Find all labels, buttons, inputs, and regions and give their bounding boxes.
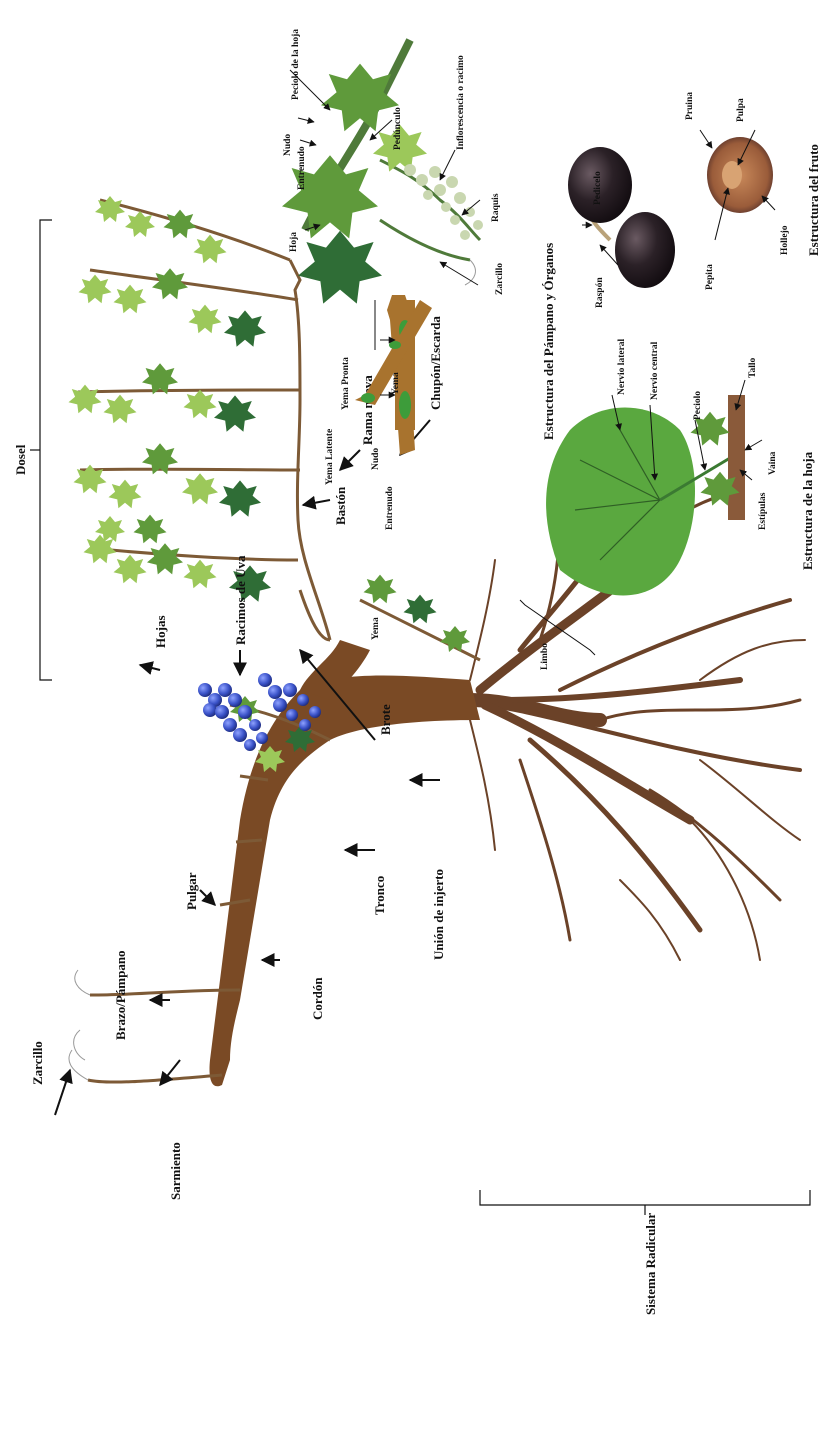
label-yema-bud2: Yema bbox=[391, 372, 401, 395]
label-yema-latente: Yema Latente bbox=[325, 429, 335, 485]
label-pulpa: Pulpa bbox=[736, 98, 746, 122]
sistema-bracket bbox=[480, 1190, 810, 1205]
label-hollejo: Hollejo bbox=[780, 225, 790, 255]
label-nervio-central: Nervio central bbox=[650, 341, 660, 400]
label-entrenudo: Entrenudo bbox=[297, 146, 307, 190]
label-nudo: Nudo bbox=[283, 134, 293, 156]
fruit-structure-illustration bbox=[568, 137, 773, 288]
label-dosel: Dosel bbox=[13, 444, 28, 475]
label-peciolo: Peciolo bbox=[693, 391, 703, 420]
label-racimos-uva: Racimos de Uva bbox=[233, 555, 248, 645]
label-zarcillo: Zarcillo bbox=[30, 1041, 45, 1085]
label-sarmiento: Sarmiento bbox=[168, 1142, 183, 1200]
label-tronco: Tronco bbox=[372, 876, 387, 915]
label-pedicelo: Pedicelo bbox=[593, 171, 603, 205]
dosel-bracket bbox=[40, 220, 52, 680]
label-pepita: Pepita bbox=[705, 264, 715, 290]
label-tallo: Tallo bbox=[748, 358, 758, 378]
label-brote: Brote bbox=[378, 704, 393, 735]
label-raquis: Raquis bbox=[491, 193, 501, 222]
trunk-and-cordon-drawing bbox=[69, 260, 480, 1086]
shoot-labels: Hoja Entrenudo Nudo Peciolo de la hoja P… bbox=[283, 29, 556, 440]
leaf-structure-title: Estructura de la hoja bbox=[800, 451, 815, 570]
label-pulgar: Pulgar bbox=[184, 872, 199, 910]
label-inflorescencia: Inflorescencia o racimo bbox=[456, 55, 466, 150]
canopy-shoots bbox=[78, 200, 480, 740]
label-hojas: Hojas bbox=[153, 616, 168, 649]
label-yema: Yema bbox=[371, 617, 381, 640]
label-pruina: Pruina bbox=[685, 92, 695, 120]
label-union-injerto: Unión de injerto bbox=[431, 869, 446, 960]
label-cordon: Cordón bbox=[310, 977, 325, 1020]
label-pedunculo: Pedúnculo bbox=[393, 107, 403, 150]
label-sistema-radicular: Sistema Radicular bbox=[643, 1213, 658, 1315]
label-brazo-pampano: Brazo/Pámpano bbox=[113, 950, 128, 1040]
label-raspon: Raspón bbox=[595, 277, 605, 308]
label-baston: Bastón bbox=[333, 486, 348, 525]
label-peciolo-hoja: Peciolo de la hoja bbox=[291, 29, 301, 100]
label-nervio-lateral: Nervio lateral bbox=[617, 338, 627, 395]
label-vaina: Vaina bbox=[768, 451, 778, 475]
label-nudo-bud: Nudo bbox=[371, 448, 381, 470]
shoot-structure-illustration bbox=[282, 40, 483, 304]
fruit-structure-title: Estructura del fruto bbox=[806, 144, 821, 256]
shoot-structure-title: Estructura del Pámpano y Órganos bbox=[541, 243, 556, 440]
label-chupon-escarda: Chupón/Escarda bbox=[428, 316, 443, 410]
leaf-structure-illustration bbox=[546, 395, 745, 595]
label-estipulas: Estípulas bbox=[758, 492, 768, 530]
label-hoja: Hoja bbox=[289, 232, 299, 252]
label-entrenudo-bud: Entrenudo bbox=[385, 486, 395, 530]
label-zarcillo-shoot: Zarcillo bbox=[495, 263, 505, 295]
label-yema-pronta: Yema Pronta bbox=[341, 357, 351, 410]
label-limbo: Limbo bbox=[540, 643, 550, 670]
